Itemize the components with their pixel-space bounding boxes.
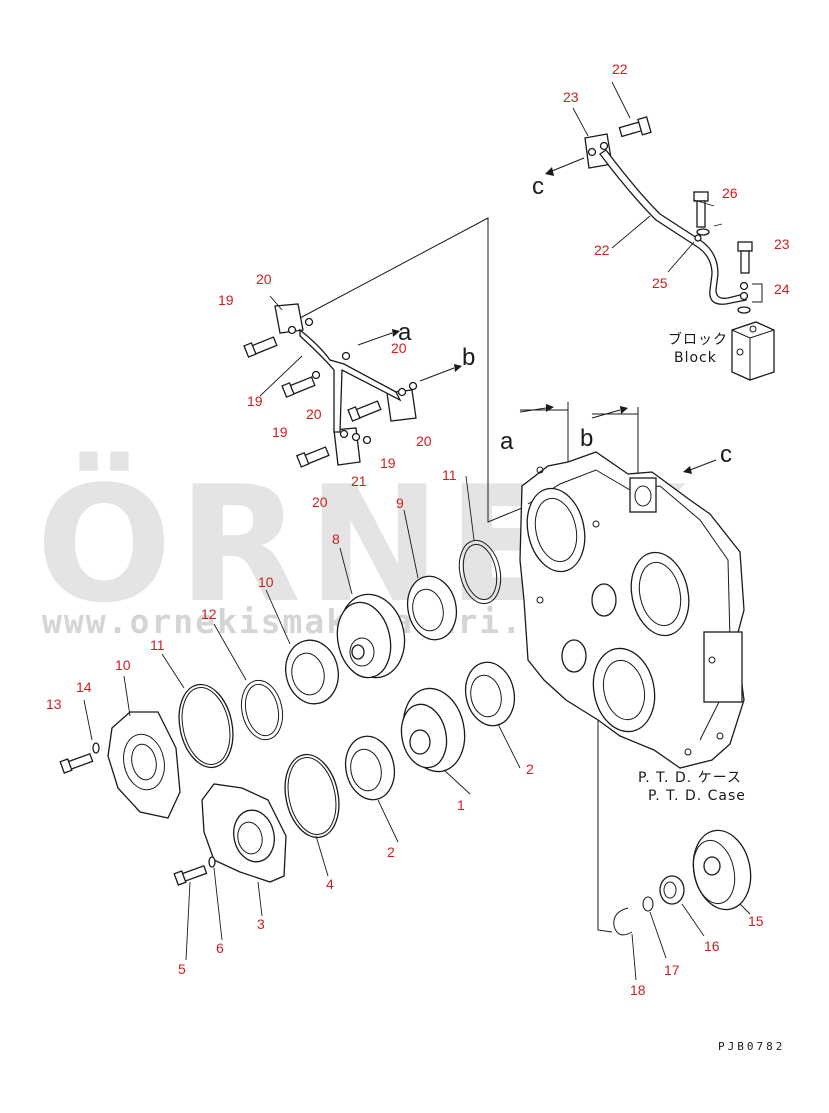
callout-23: 23: [563, 89, 579, 105]
cover-9: [107, 711, 181, 819]
callout-21: 22: [594, 242, 610, 258]
callout-7: 8: [332, 531, 340, 547]
callout-8: 10: [258, 574, 274, 590]
view-letter-c: c: [532, 173, 544, 200]
callout-20: 20: [256, 271, 272, 287]
cover-3: [201, 783, 287, 883]
view-letter-b: b: [462, 344, 475, 371]
callout-18: 19: [247, 393, 263, 409]
view-letter-b: b: [580, 425, 593, 452]
callout-13: 14: [76, 679, 92, 695]
callout-2: 2: [526, 761, 534, 777]
callout-6: 6: [216, 940, 224, 956]
callout-10: 11: [150, 637, 165, 653]
callout-24: 25: [652, 275, 668, 291]
view-letters: c a b a b c: [398, 173, 732, 468]
callouts: 22 23 26 23 22 25 24 20 19 20 19 20 19 2…: [46, 61, 790, 998]
view-letter-c: c: [720, 441, 732, 468]
callout-5: 5: [178, 961, 186, 977]
callout-22: 23: [774, 236, 790, 252]
callout-16: 17: [664, 962, 680, 978]
labels: ブロック Block P. T. D. ケース P. T. D. Case PJ…: [638, 331, 785, 1053]
callout-14: 15: [748, 913, 764, 929]
callout-20: 20: [306, 406, 322, 422]
bearing-2-left: [344, 735, 396, 801]
callout-3: 3: [257, 916, 265, 932]
bearing-8-lower: [285, 639, 339, 705]
view-letter-a: a: [500, 428, 514, 455]
callout-20: 20: [391, 340, 407, 356]
gear-1: [400, 687, 466, 773]
callout-19: 20: [312, 494, 328, 510]
callout-15: 16: [704, 938, 720, 954]
gear-14: [692, 829, 752, 911]
callout-11: 12: [201, 606, 217, 622]
callout-19: 19: [380, 455, 396, 471]
ptd-case: [519, 404, 745, 769]
gear-7: [336, 593, 406, 679]
bearing-8-upper: [406, 575, 458, 641]
callout-2: 2: [387, 844, 395, 860]
view-letter-a: a: [398, 319, 412, 346]
callout-22: 22: [612, 61, 628, 77]
callout-25: 26: [722, 185, 738, 201]
block: [731, 321, 775, 381]
gears-and-bearings: [59, 539, 752, 936]
callout-11: 11: [442, 467, 457, 483]
block-label-jp: ブロック: [668, 331, 728, 348]
callout-12: 13: [46, 696, 62, 712]
callout-4: 4: [326, 876, 334, 892]
case-label-jp: P. T. D. ケース: [638, 770, 742, 786]
callout-8: 9: [396, 495, 404, 511]
bearing-2-right: [464, 661, 516, 727]
pipe-assembly-left: [243, 303, 462, 468]
callout-20: 20: [416, 433, 432, 449]
callout-19: 19: [218, 292, 234, 308]
drawing-code: PJB0782: [718, 1040, 785, 1053]
leader-lines: [83, 81, 751, 981]
callout-1: 1: [457, 797, 465, 813]
callout-17: 18: [630, 982, 646, 998]
block-label-en: Block: [674, 350, 717, 366]
callout-19: 19: [272, 424, 288, 440]
callout-23: 24: [774, 281, 790, 297]
callout-9: 10: [115, 657, 131, 673]
case-label-en: P. T. D. Case: [648, 788, 746, 804]
callout-20: 21: [351, 473, 367, 489]
pipe-assembly-right: [545, 116, 775, 381]
